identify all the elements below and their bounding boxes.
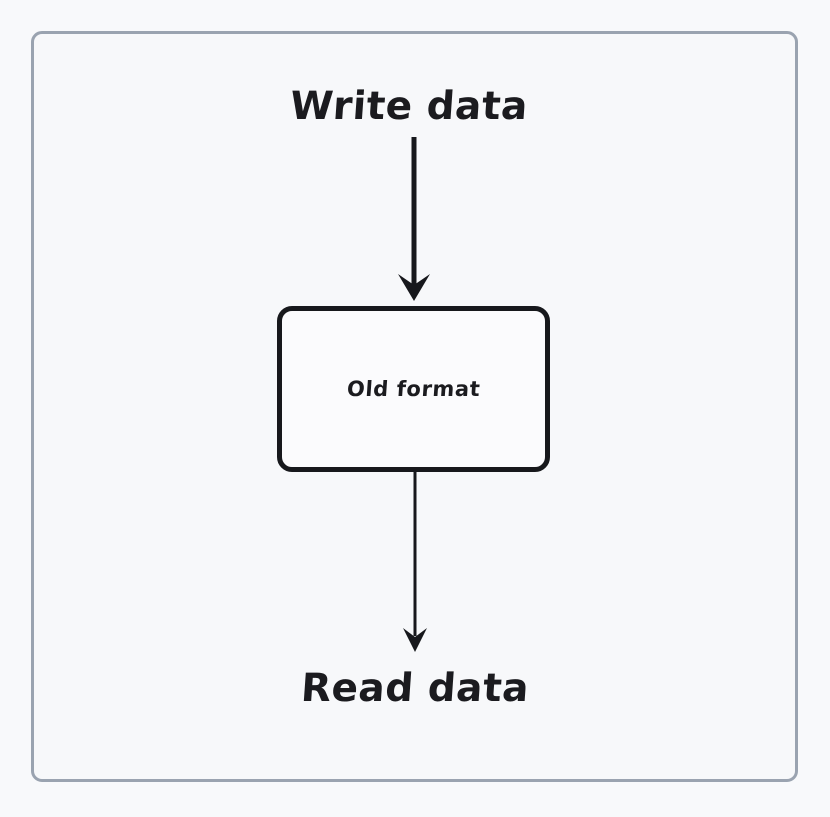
process-box-old-format[interactable]: Old format	[277, 306, 550, 472]
process-box-label: Old format	[345, 377, 482, 401]
label-read-data: Read data	[299, 666, 531, 711]
label-write-data: Write data	[288, 84, 530, 129]
